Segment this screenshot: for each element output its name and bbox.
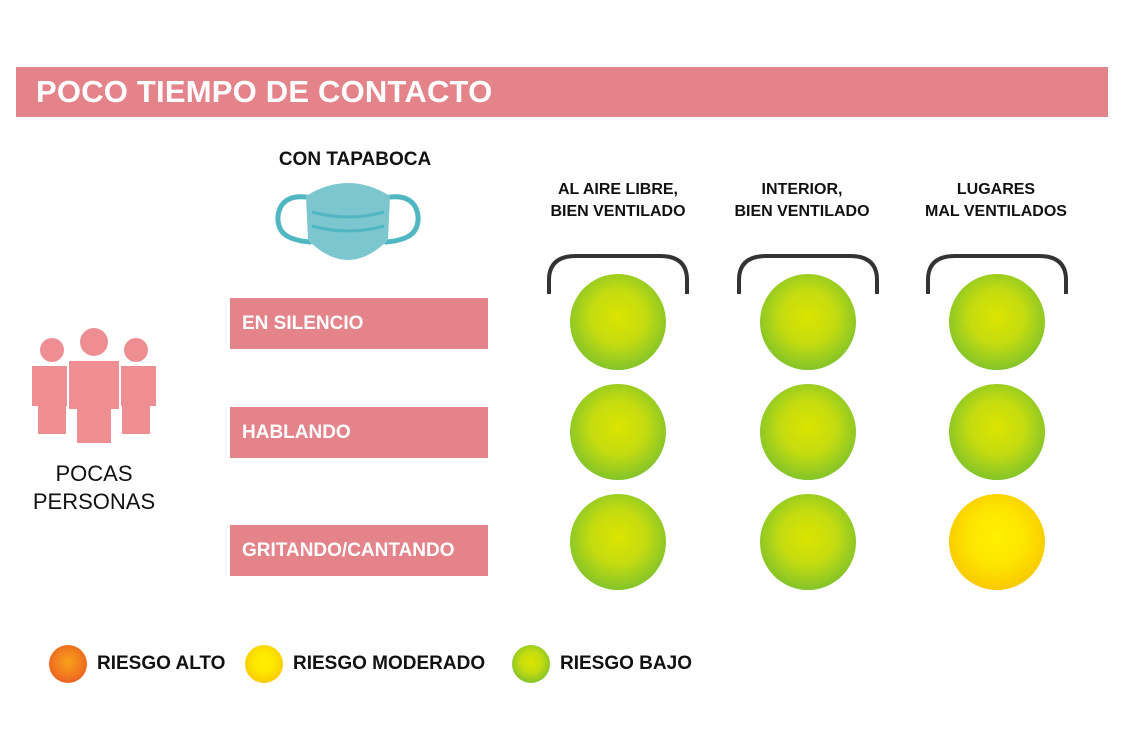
legend-dot-moderate [245, 645, 283, 683]
row-label-text: EN SILENCIO [242, 313, 364, 334]
risk-circle [760, 494, 856, 590]
row-label-text: GRITANDO/CANTANDO [242, 540, 455, 561]
column-header-line: AL AIRE LIBRE, [557, 181, 678, 198]
people-label: POCAS PERSONAS [14, 460, 174, 516]
people-label-line: POCAS [55, 461, 133, 486]
column-header-line: INTERIOR, [761, 181, 843, 198]
row-label-shouting: GRITANDO/CANTANDO [230, 525, 488, 576]
row-label-silence: EN SILENCIO [230, 298, 488, 349]
people-label-line: PERSONAS [32, 489, 156, 514]
page-title: POCO TIEMPO DE CONTACTO [36, 74, 493, 109]
risk-circle [570, 494, 666, 590]
risk-circle [949, 494, 1045, 590]
row-label-talking: HABLANDO [230, 407, 488, 458]
title-banner: POCO TIEMPO DE CONTACTO [16, 67, 1108, 117]
risk-circle [570, 274, 666, 370]
column-header-outdoor: AL AIRE LIBRE, BIEN VENTILADO [518, 179, 718, 223]
column-header-line: MAL VENTILADOS [925, 203, 1067, 220]
column-header-indoor: INTERIOR, BIEN VENTILADO [702, 179, 902, 223]
face-mask-icon [275, 183, 421, 260]
risk-circle [760, 384, 856, 480]
risk-circle [760, 274, 856, 370]
people-group-icon [32, 328, 156, 445]
column-header-poorly-ventilated: LUGARES MAL VENTILADOS [896, 179, 1096, 223]
risk-circle [949, 384, 1045, 480]
risk-circle [570, 384, 666, 480]
legend-dot-high [49, 645, 87, 683]
column-header-line: BIEN VENTILADO [550, 203, 686, 220]
legend-dot-low [512, 645, 550, 683]
mask-label: CON TAPABOCA [278, 149, 432, 170]
column-header-line: LUGARES [956, 181, 1036, 198]
legend-label: RIESGO MODERADO [293, 653, 486, 674]
column-bracket [547, 254, 689, 294]
column-header-line: BIEN VENTILADO [734, 203, 870, 220]
column-bracket [737, 254, 879, 294]
legend-label: RIESGO ALTO [97, 653, 226, 674]
column-bracket [926, 254, 1068, 294]
risk-circle [949, 274, 1045, 370]
legend-label: RIESGO BAJO [560, 653, 692, 674]
row-label-text: HABLANDO [242, 422, 351, 443]
